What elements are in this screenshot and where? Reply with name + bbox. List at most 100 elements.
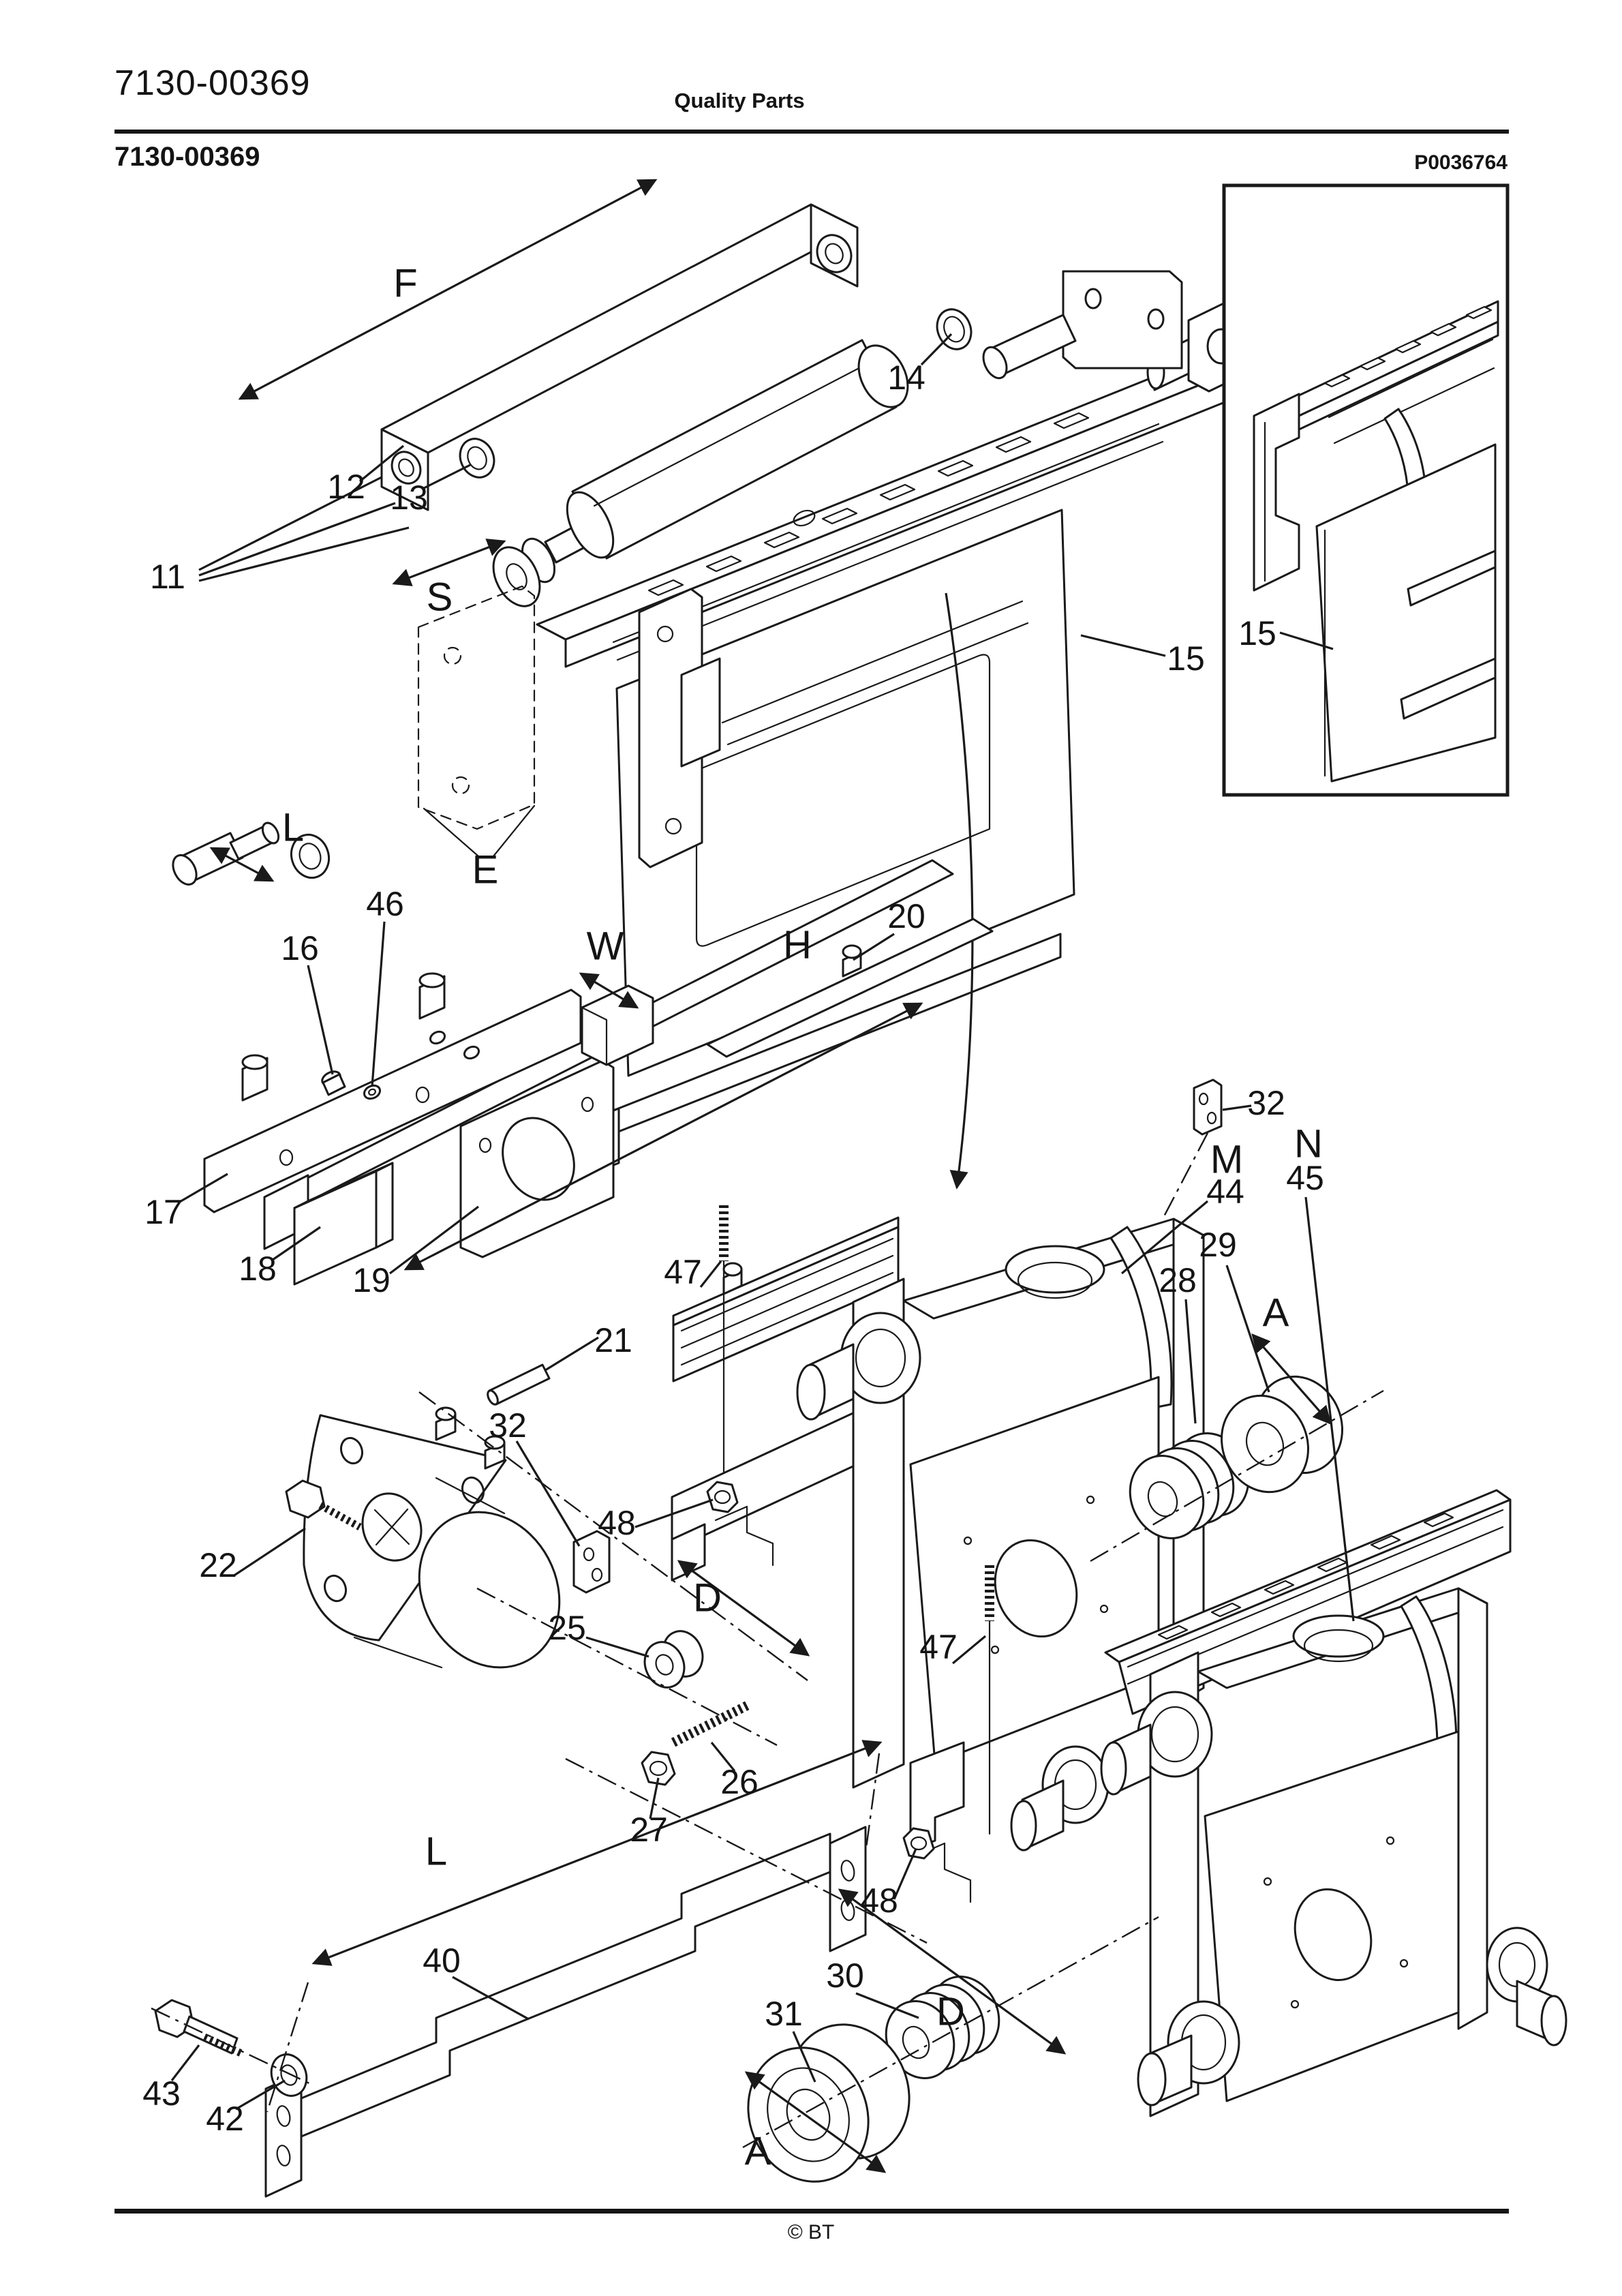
- callout-48-upper: 48: [598, 1504, 636, 1542]
- leader-line: [423, 464, 471, 489]
- callout-28: 28: [1159, 1261, 1197, 1299]
- nut-48-upper: [706, 1481, 739, 1513]
- callout-12: 12: [327, 468, 365, 506]
- leader-line: [198, 502, 396, 577]
- leader-line: [585, 1636, 649, 1658]
- callout-20: 20: [887, 897, 925, 935]
- callout-15-inset: 15: [1238, 614, 1276, 652]
- hook-bracket-ghost: [417, 585, 536, 858]
- callout-14: 14: [887, 359, 925, 397]
- catalog-title: Quality Parts: [674, 89, 805, 112]
- callout-44: 44: [1206, 1173, 1244, 1211]
- center-axis: [476, 1587, 778, 1747]
- washer-42: [270, 2053, 308, 2097]
- leader-line: [1120, 1200, 1209, 1275]
- page-number-header: 7130-00369: [114, 63, 311, 103]
- callout-31: 31: [765, 1995, 803, 2033]
- callout-16: 16: [281, 929, 319, 967]
- dimension-arrow: [209, 847, 275, 882]
- dimension-arrow: [1251, 1333, 1332, 1425]
- callout-F: F: [393, 261, 417, 305]
- dimension-arrow: [311, 1740, 883, 1966]
- leader-line: [272, 1226, 321, 1261]
- callout-42: 42: [206, 2100, 244, 2138]
- callout-11: 11: [150, 558, 185, 596]
- dimension-arrow: [579, 972, 639, 1009]
- lift-cylinder-14: [492, 308, 973, 607]
- callout-15-main: 15: [1167, 639, 1205, 678]
- callout-L-bar: L: [425, 1829, 447, 1873]
- callout-40: 40: [423, 1942, 461, 1980]
- leader-line: [452, 1976, 530, 2021]
- center-axis: [1161, 1132, 1209, 1220]
- leader-line: [1222, 1104, 1252, 1111]
- footer-rule: [114, 2209, 1509, 2214]
- leader-line: [232, 1527, 306, 1577]
- dimension-arrow: [238, 179, 658, 400]
- leader-line: [1080, 634, 1166, 657]
- leader-line: [515, 1440, 581, 1547]
- link-plate-32-left: [572, 1530, 611, 1594]
- curved-pointer-arrow: [945, 592, 974, 1190]
- dimension-arrow: [392, 539, 506, 586]
- leader-line: [178, 1173, 228, 1204]
- bushing-25: [643, 1630, 704, 1689]
- callout-47-upper: 47: [664, 1253, 702, 1291]
- screw-26: [671, 1700, 752, 1747]
- center-axis: [151, 2007, 313, 2086]
- callout-M: M: [1210, 1137, 1243, 1181]
- pin-L-and-ring: [172, 821, 331, 886]
- leader-line: [634, 1498, 714, 1528]
- leader-line: [235, 2079, 286, 2111]
- pin-21: [487, 1363, 551, 1406]
- leader-line: [920, 333, 953, 366]
- leader-line: [358, 444, 405, 483]
- callout-29: 29: [1199, 1226, 1237, 1264]
- callout-17: 17: [144, 1193, 183, 1231]
- callout-32-left: 32: [489, 1406, 527, 1445]
- leader-line: [198, 476, 382, 571]
- callout-W: W: [587, 924, 624, 968]
- leader-line: [1279, 631, 1334, 650]
- dimension-arrow: [677, 1560, 810, 1657]
- callout-A-lower: A: [745, 2129, 771, 2173]
- detail-inset: [1222, 183, 1510, 797]
- callout-S: S: [427, 575, 453, 619]
- callout-E: E: [472, 847, 499, 892]
- washer-13: [459, 438, 495, 479]
- callout-21: 21: [594, 1321, 632, 1359]
- callout-A-upper: A: [1263, 1290, 1289, 1335]
- fork-carriage-right: [912, 1489, 1567, 2117]
- copyright-notice: © BT: [787, 2221, 835, 2244]
- bolt-43: [154, 1999, 243, 2057]
- callout-48-lower: 48: [860, 1882, 898, 1920]
- center-axis: [1090, 1389, 1384, 1562]
- leader-line: [699, 1260, 722, 1288]
- leader-line: [853, 933, 895, 961]
- link-plate-32-right: [1193, 1078, 1223, 1136]
- callout-26: 26: [720, 1763, 759, 1801]
- callout-30: 30: [826, 1957, 864, 1995]
- leader-line: [170, 2044, 200, 2081]
- callout-27: 27: [630, 1811, 668, 1849]
- callout-L-pin: L: [282, 805, 304, 849]
- callout-N: N: [1294, 1121, 1323, 1166]
- document-number: 7130-00369: [114, 142, 260, 172]
- callout-D-lower: D: [936, 1989, 965, 2034]
- callout-25: 25: [548, 1609, 586, 1647]
- tilt-cylinder-housing: [303, 1406, 561, 1669]
- callout-19: 19: [352, 1261, 391, 1299]
- callout-45: 45: [1286, 1159, 1324, 1197]
- leader-line: [198, 526, 410, 582]
- dimension-arrow: [403, 1002, 923, 1271]
- callout-46: 46: [366, 885, 404, 923]
- callout-18: 18: [239, 1250, 277, 1288]
- dimension-arrow: [838, 1888, 1067, 2055]
- figure-code: P0036764: [1414, 151, 1508, 174]
- leader-line: [951, 1635, 987, 1665]
- leader-line: [1184, 1299, 1197, 1424]
- center-axis: [266, 1982, 309, 2113]
